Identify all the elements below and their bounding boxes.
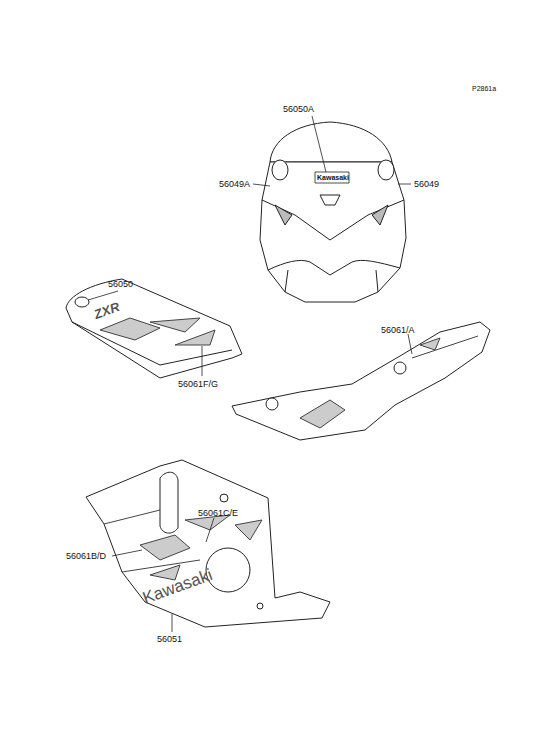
callout-number: 56050A [283, 104, 314, 114]
callout-number: 56061C/E [198, 508, 238, 518]
drawing-code: P2861a [472, 84, 496, 93]
logo-text: Kawasaki [317, 173, 349, 182]
callout-number: 56049A [219, 179, 250, 189]
callout-number: 56061F/G [178, 379, 218, 389]
callout-number: 56051 [157, 634, 182, 644]
callout-number: 56049 [414, 179, 439, 189]
callout-number: 56061/A [381, 325, 415, 335]
callout-number: 56061B/D [66, 551, 106, 561]
callout-number: 56050 [108, 279, 133, 289]
